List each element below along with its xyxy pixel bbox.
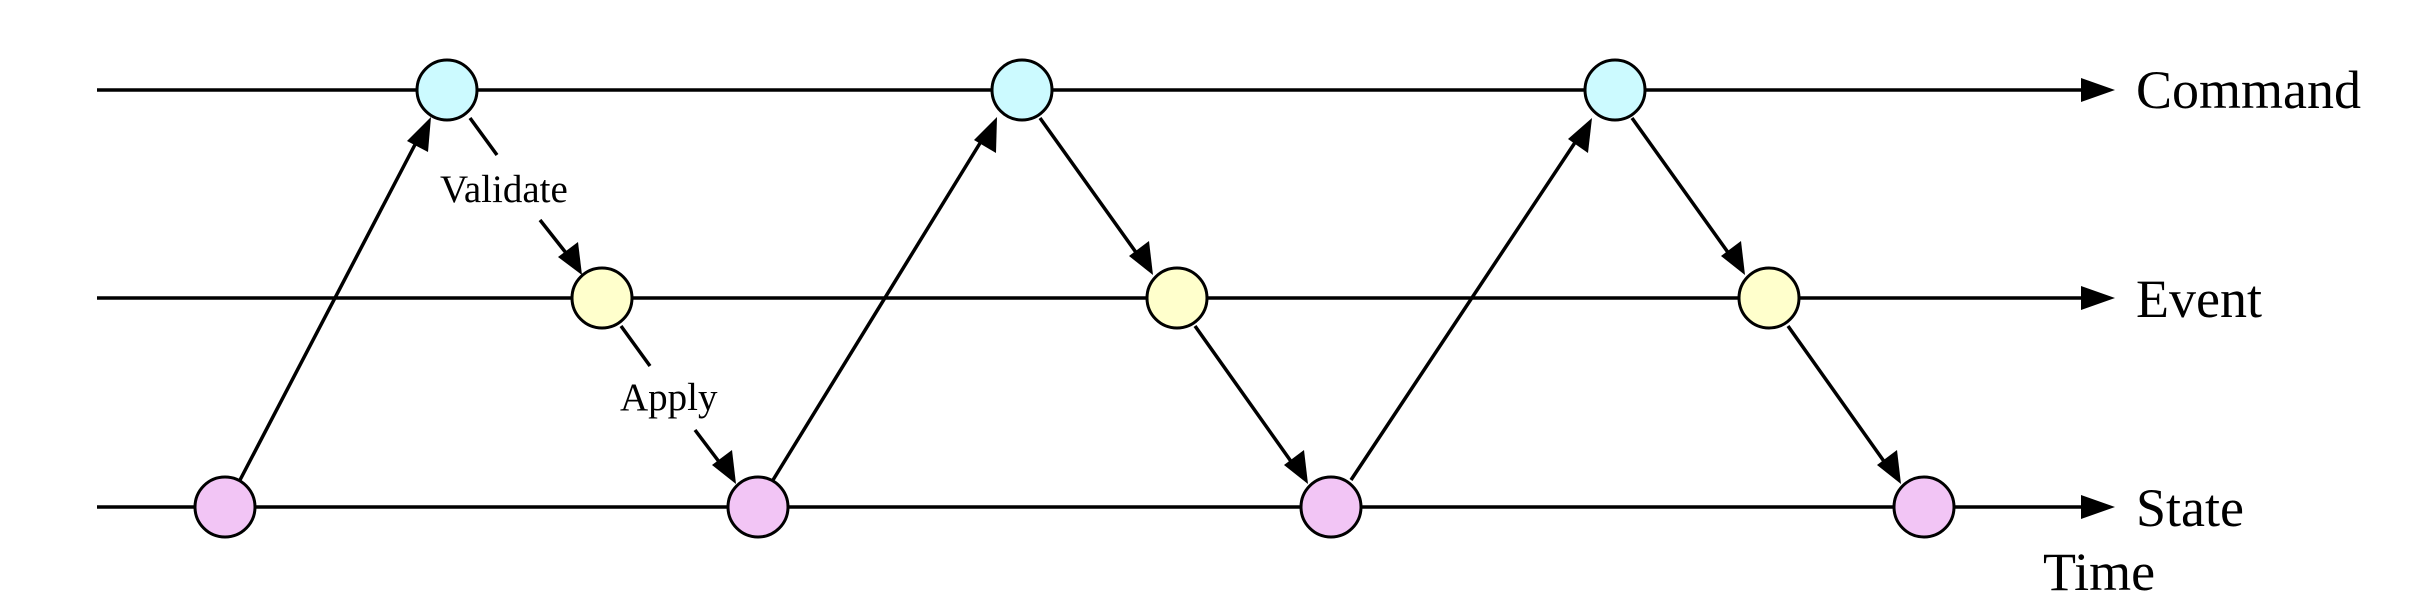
- state-lane-label: State: [2136, 478, 2244, 538]
- validate-label: Validate: [440, 168, 568, 211]
- command-node-3: [1583, 58, 1647, 122]
- transition-arrows: [238, 116, 1890, 481]
- transition-arrowheads: [407, 117, 1901, 484]
- arrow-state1-to-command1: [238, 134, 422, 481]
- event-node-2: [1145, 266, 1209, 330]
- arrowhead-state4: [1877, 450, 1901, 484]
- arrowhead-command1: [407, 117, 431, 152]
- command-node-1: [415, 58, 479, 122]
- event-node-3: [1737, 266, 1801, 330]
- state-lane-arrowhead: [2081, 495, 2115, 519]
- lane-labels: Command Event State Time: [2043, 60, 2361, 602]
- event-nodes: [570, 266, 1801, 330]
- arrowhead-state2: [712, 450, 736, 484]
- event-node-1: [570, 266, 634, 330]
- event-lane-arrowhead: [2081, 286, 2115, 310]
- arrow-event2-to-state3: [1193, 324, 1297, 469]
- state-nodes: [193, 475, 1956, 539]
- state-node-4: [1892, 475, 1956, 539]
- arrow-command3-to-event3: [1630, 116, 1734, 260]
- arrowhead-command3: [1568, 118, 1592, 153]
- state-node-1: [193, 475, 257, 539]
- state-node-3: [1299, 475, 1363, 539]
- command-lane-label: Command: [2136, 60, 2361, 120]
- command-nodes: [415, 58, 1647, 122]
- arrowhead-event1: [558, 242, 582, 275]
- command-lane-arrowhead: [2081, 78, 2115, 102]
- state-node-2: [726, 475, 790, 539]
- arrowhead-event2: [1129, 241, 1153, 275]
- command-node-2: [990, 58, 1054, 122]
- arrow-validate-to-event1: [538, 218, 572, 260]
- arrow-event3-to-state4: [1786, 324, 1890, 469]
- arrowhead-state3: [1284, 450, 1308, 484]
- time-axis-label: Time: [2043, 542, 2155, 602]
- arrow-state3-to-command3: [1349, 134, 1582, 481]
- event-lane-label: Event: [2136, 269, 2262, 329]
- arrow-state2-to-command2: [771, 134, 987, 481]
- edge-labels: Validate Apply: [440, 168, 718, 419]
- arrow-event1-to-apply: [619, 324, 652, 368]
- arrowhead-command2: [974, 117, 997, 153]
- arrow-command1-to-validate: [468, 116, 499, 157]
- lane-arrowheads: [2081, 78, 2115, 519]
- arrowhead-event3: [1721, 241, 1745, 275]
- arrow-command2-to-event2: [1038, 116, 1142, 260]
- apply-label: Apply: [620, 376, 718, 419]
